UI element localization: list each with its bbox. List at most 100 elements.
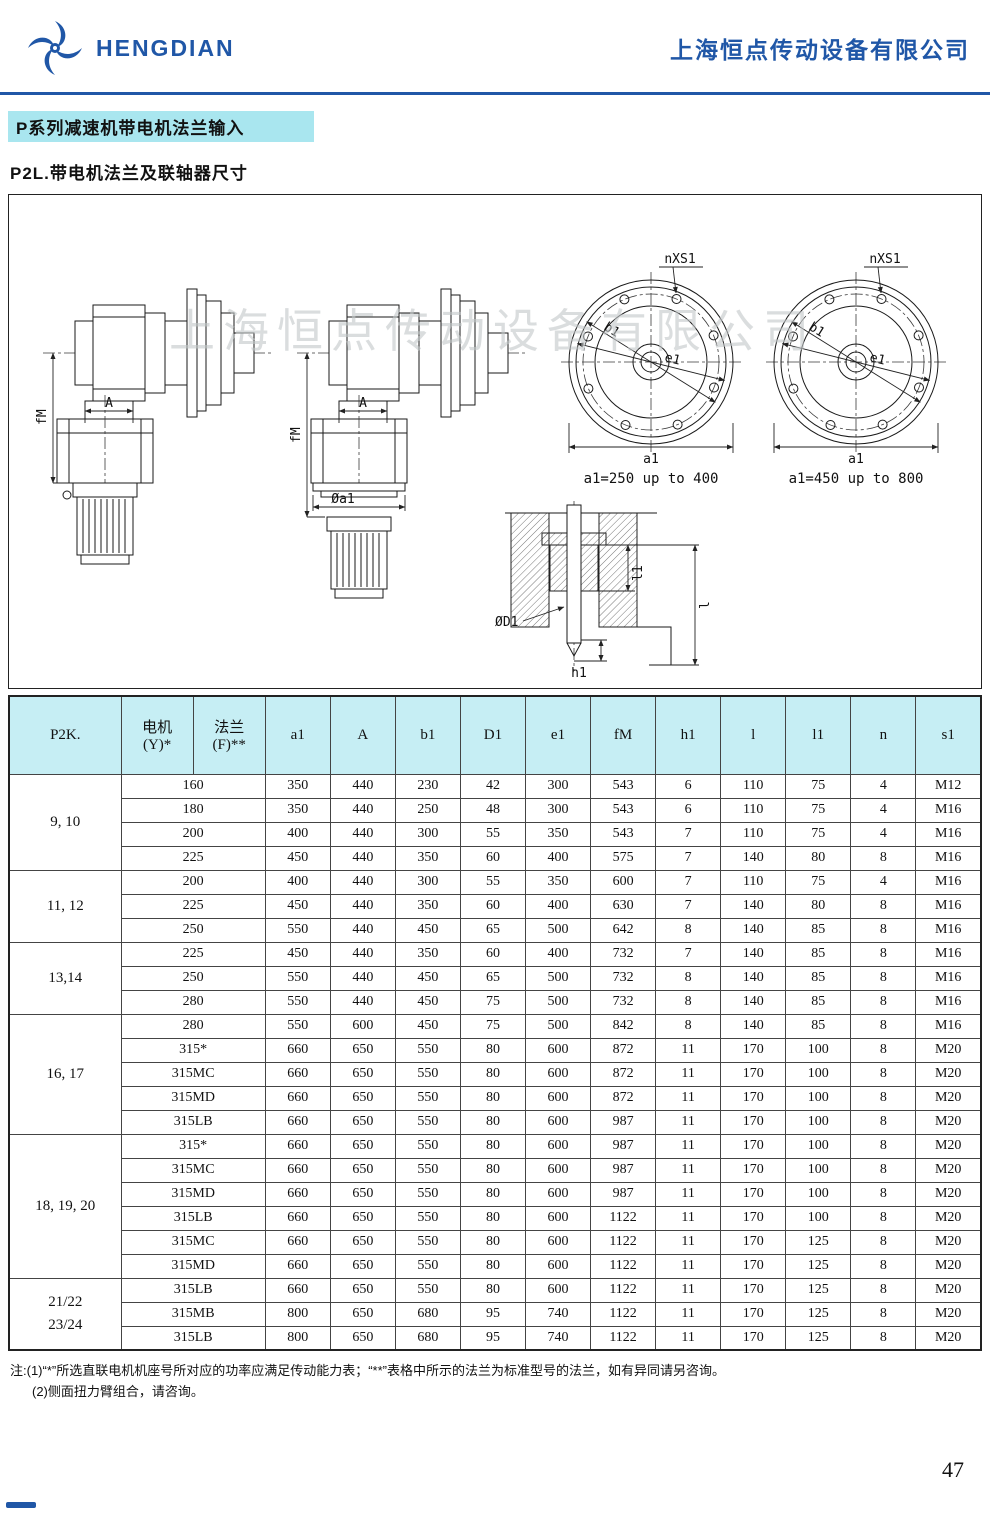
spec-value-cell: 872 [590,1085,657,1111]
spec-value-cell: 85 [785,1013,852,1039]
spec-value-cell: 85 [785,965,852,991]
spec-value-cell: 8 [850,1229,917,1255]
spec-value-cell: 100 [785,1109,852,1135]
spec-value-cell: 1122 [590,1205,657,1231]
motor-frame-cell: 315MD [120,1181,266,1207]
technical-drawing-box: Øa1 fM A fM A b1 e1 [8,194,982,689]
spec-value-cell: 400 [524,941,592,967]
spec-value-cell: 8 [850,1157,917,1183]
l1-label: l1 [631,565,646,581]
motor-frame-cell: 315LB [120,1325,266,1351]
spec-value-cell: 600 [524,1061,592,1087]
spec-value-cell: 987 [590,1109,657,1135]
col-header-h1: h1 [655,695,722,775]
spec-value-cell: 400 [524,845,592,871]
spec-value-cell: 11 [655,1277,722,1303]
a-label-2: A [359,396,367,411]
spec-value-cell: 80 [459,1037,526,1063]
spec-value-cell: 550 [264,1013,331,1039]
spec-value-cell: 600 [329,1013,396,1039]
spec-value-cell: 4 [850,797,917,823]
a1-label-right: a1 [848,452,864,467]
spec-value-cell: 95 [459,1325,526,1351]
spec-value-cell: 650 [329,1037,396,1063]
spec-value-cell: 1122 [590,1325,657,1351]
spec-value-cell: 170 [720,1301,787,1327]
fm-label-1: fM [35,409,50,425]
spec-value-cell: 11 [655,1325,722,1351]
spec-value-cell: 170 [720,1205,787,1231]
spec-value-cell: 440 [329,965,396,991]
spec-value-cell: 450 [394,917,461,943]
spec-value-cell: 600 [524,1277,592,1303]
spec-value-cell: 650 [329,1181,396,1207]
spec-value-cell: 550 [394,1229,461,1255]
spec-value-cell: 7 [655,869,722,895]
spec-value-cell: 42 [459,773,526,799]
col-header-motor-line2: (Y)* [142,737,172,754]
nxs1-label-right: nXS1 [869,252,900,267]
spec-value-cell: 350 [524,821,592,847]
spec-value-cell: M16 [915,869,982,895]
spec-value-cell: 75 [785,821,852,847]
spec-value-cell: 125 [785,1229,852,1255]
spec-value-cell: 550 [394,1037,461,1063]
spec-value-cell: 4 [850,869,917,895]
spec-value-cell: 8 [655,1013,722,1039]
spec-value-cell: 85 [785,941,852,967]
spec-value-cell: 550 [394,1061,461,1087]
p2k-group-cell: 18, 19, 20 [8,1133,122,1279]
spec-value-cell: 1122 [590,1229,657,1255]
spec-value-cell: 450 [394,989,461,1015]
spec-value-cell: 800 [264,1301,331,1327]
table-header-row: P2K. 电机(Y)* 法兰(F)** a1 A b1 D1 e1 fM h1 … [8,695,982,775]
spec-value-cell: 300 [524,773,592,799]
spec-value-cell: 660 [264,1229,331,1255]
spec-value-cell: 170 [720,1061,787,1087]
spec-value-cell: 170 [720,1109,787,1135]
spec-value-cell: 80 [459,1229,526,1255]
col-header-flange-line1: 法兰 [214,720,245,737]
header-divider [0,92,990,95]
spec-value-cell: 550 [394,1205,461,1231]
spec-value-cell: 660 [264,1157,331,1183]
e1-label-right: e1 [868,350,887,368]
spec-value-cell: 8 [850,1133,917,1159]
spec-value-cell: 650 [329,1277,396,1303]
spec-value-cell: M20 [915,1061,982,1087]
spec-value-cell: 100 [785,1085,852,1111]
watermark: 上海恒点传动设备有限公司 [169,306,817,357]
spec-value-cell: 100 [785,1205,852,1231]
spec-value-cell: 660 [264,1181,331,1207]
spec-value-cell: 650 [329,1301,396,1327]
spec-value-cell: 7 [655,893,722,919]
spec-value-cell: 550 [394,1109,461,1135]
spec-value-cell: 1122 [590,1301,657,1327]
spec-value-cell: 170 [720,1157,787,1183]
spec-value-cell: 75 [785,797,852,823]
phi-a1-label: Øa1 [331,492,354,507]
spec-value-cell: M16 [915,821,982,847]
spec-value-cell: M20 [915,1157,982,1183]
spec-value-cell: 575 [590,845,657,871]
spec-value-cell: M20 [915,1205,982,1231]
spec-value-cell: 440 [329,893,396,919]
spec-value-cell: 440 [329,869,396,895]
spec-value-cell: 630 [590,893,657,919]
page-number: 47 [942,1457,964,1482]
spec-value-cell: 11 [655,1181,722,1207]
col-header-flange: 法兰(F)** [192,695,266,775]
spec-value-cell: 800 [264,1325,331,1351]
spec-value-cell: 75 [459,1013,526,1039]
spec-value-cell: 450 [394,965,461,991]
spec-value-cell: 440 [329,821,396,847]
